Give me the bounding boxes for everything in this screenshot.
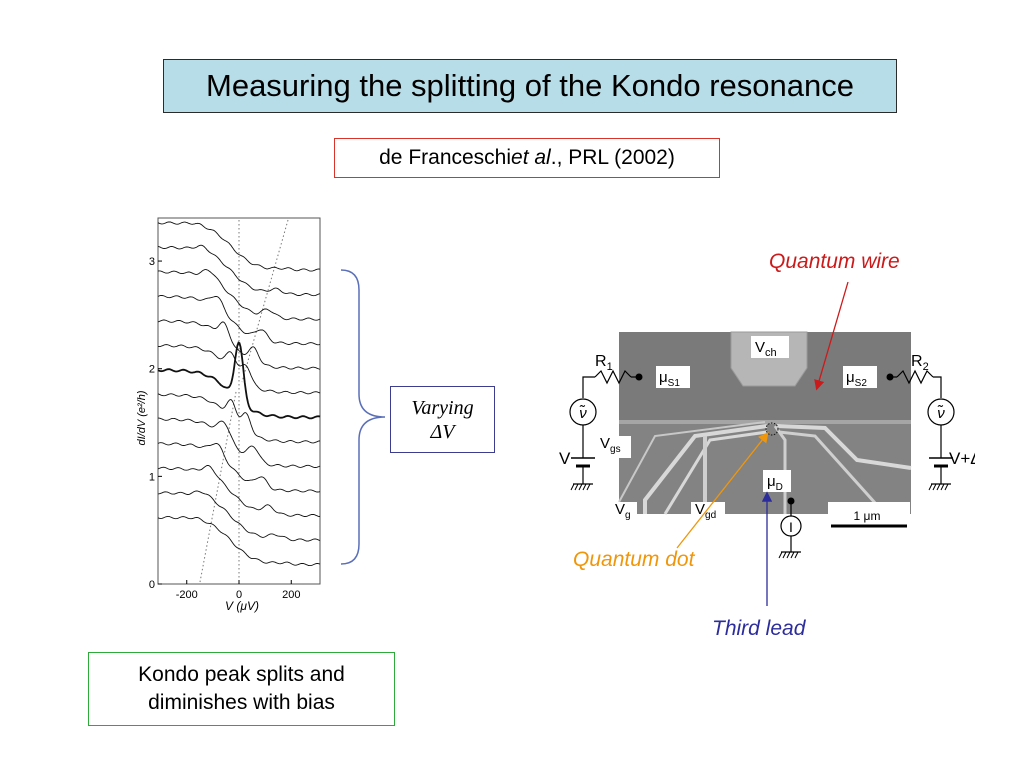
didv-curve [157, 269, 321, 321]
didv-curve [157, 393, 321, 444]
vgd-label: Vgd [695, 501, 716, 521]
y-tick-label: 3 [149, 256, 155, 268]
plot-curves [157, 221, 321, 567]
citation-et-al: et al [511, 146, 551, 169]
r1-label: R1 [595, 353, 613, 373]
x-tick-label: 0 [236, 589, 242, 601]
didv-curve [157, 294, 321, 346]
citation-rest: ., PRL (2002) [550, 146, 675, 169]
quantum-wire-arrow [814, 281, 849, 391]
x-tick-label: -200 [176, 589, 198, 601]
didv-curve [157, 244, 321, 297]
didv-curve [157, 319, 321, 370]
third-lead-label: Third lead [712, 617, 806, 640]
y-tick-label: 0 [149, 579, 155, 591]
quantum-wire-label: Quantum wire [769, 250, 900, 273]
x-tick-label: 200 [282, 589, 300, 601]
quantum-dot-marker [765, 422, 779, 436]
quantum-dot-arrow [676, 431, 769, 549]
vg-label: Vg [615, 501, 631, 521]
didv-curve [158, 417, 321, 468]
plot-ylabel: dI/dV (e²/h) [136, 390, 148, 445]
nu-left-label: ν̃ [579, 405, 588, 422]
nu-right-label: ν̃ [937, 405, 946, 422]
device-schematic: Vch μS1 μS2 μD Vgs Vg Vgd 1 μm R1 ν̃ V R… [559, 281, 975, 606]
curly-brace [340, 269, 386, 565]
varying-label: Varying [411, 396, 474, 419]
summary-line-2: diminishes with bias [148, 691, 335, 714]
citation-authors: de Franceschi [379, 146, 512, 169]
plot-xlabel: V (μV) [225, 599, 259, 613]
varying-bias-box: Varying ΔV [390, 386, 495, 453]
plot-guide-peak-right [241, 219, 289, 383]
current-label: I [789, 519, 793, 535]
mu-s1-label: μS1 [659, 369, 680, 389]
plot-guide-peak-left [199, 391, 237, 583]
r1-resistor [594, 369, 632, 385]
scale-label: 1 μm [854, 509, 881, 523]
didv-curve [157, 221, 321, 272]
y-tick-label: 1 [149, 471, 155, 483]
slide-title: Measuring the splitting of the Kondo res… [163, 59, 897, 113]
vgs-label: Vgs [600, 435, 621, 455]
r2-resistor [896, 369, 934, 385]
didv-plot: 0 1 2 3 -200 0 200 dI/dV (e²/h) V (μV) [136, 217, 321, 613]
mu-s2-label: μS2 [846, 369, 867, 389]
v-left-label: V [559, 449, 571, 468]
v-right-label: V+ΔV [949, 449, 975, 468]
mu-d-label: μD [767, 473, 783, 493]
plot-y-ticks: 0 1 2 3 [149, 256, 162, 591]
quantum-dot-label: Quantum dot [573, 548, 695, 571]
delta-v-label: ΔV [430, 420, 455, 443]
summary-line-1: Kondo peak splits and [138, 663, 345, 686]
didv-curve [157, 442, 321, 493]
didv-curve [157, 344, 321, 395]
didv-curve [157, 515, 321, 567]
y-tick-label: 2 [149, 364, 155, 376]
summary-box: Kondo peak splits and diminishes with bi… [88, 652, 395, 726]
plot-x-ticks: -200 0 200 [176, 580, 300, 601]
didv-curve [157, 341, 321, 420]
didv-curve [157, 465, 321, 518]
didv-curve [157, 490, 321, 542]
r2-label: R2 [911, 353, 929, 373]
vch-label: Vch [755, 339, 777, 359]
citation: de Franceschi et al., PRL (2002) [334, 138, 720, 178]
